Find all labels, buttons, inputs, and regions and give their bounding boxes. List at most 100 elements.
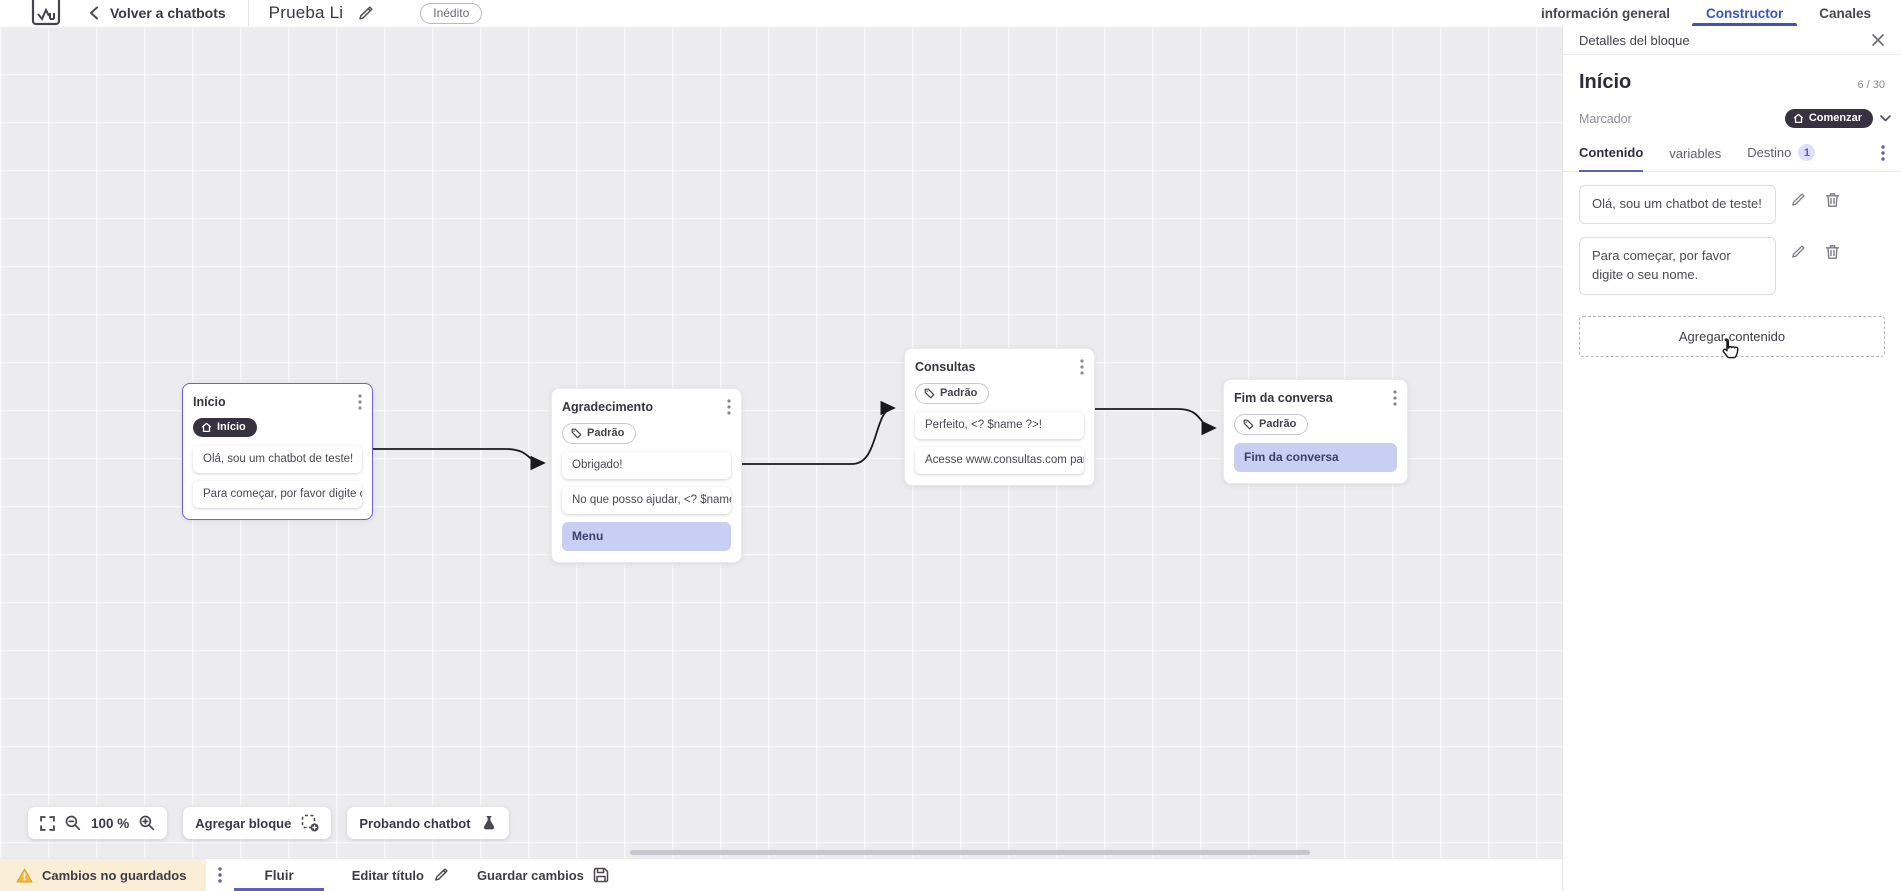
top-header: Volver a chatbots Prueba Li Inédito info…: [0, 0, 1901, 26]
delete-message-icon[interactable]: [1825, 244, 1840, 260]
node-message[interactable]: Para começar, por favor digite o ...: [193, 480, 362, 508]
horizontal-scrollbar[interactable]: [630, 850, 1310, 855]
marker-row: Marcador Comenzar: [1563, 94, 1901, 128]
zoom-in-icon[interactable]: [139, 815, 155, 831]
node-inicio[interactable]: Início Início Olá, sou um chatbot de tes…: [182, 383, 373, 520]
back-chevron-icon: [90, 6, 98, 20]
add-content-label: Agregar contenido: [1678, 328, 1786, 344]
pill-label: Início: [217, 421, 246, 433]
node-title: Consultas: [915, 360, 976, 374]
block-details-panel: Detalles del bloque Início 6 / 30 Marcad…: [1562, 26, 1901, 891]
message-text-field[interactable]: Olá, sou um chatbot de teste!: [1579, 185, 1776, 224]
node-menu-icon[interactable]: [1080, 359, 1084, 375]
node-type-pill: Início: [193, 418, 257, 437]
node-message[interactable]: Acesse www.consultas.com par...: [915, 447, 1084, 474]
edit-title-button[interactable]: Editar título: [352, 867, 449, 883]
tab-label: Constructor: [1705, 5, 1784, 21]
add-block-label: Agregar bloque: [195, 815, 292, 831]
close-icon[interactable]: [1871, 33, 1885, 47]
header-tabs: información general Constructor Canales: [1541, 0, 1901, 26]
pill-label: Padrão: [587, 427, 625, 439]
node-type-pill: Padrão: [1234, 414, 1309, 435]
flow-tab-fluir[interactable]: Fluir: [234, 859, 324, 891]
node-type-pill: Padrão: [915, 383, 990, 404]
tab-label: información general: [1540, 5, 1670, 21]
node-type-pill: Padrão: [562, 423, 637, 444]
flow-menu-icon[interactable]: [218, 867, 223, 883]
chatbot-title: Prueba Li: [268, 3, 344, 22]
node-message[interactable]: Perfeito, <? $name ?>!: [915, 412, 1084, 439]
node-action-menu[interactable]: Menu: [562, 522, 731, 551]
back-to-chatbots-button[interactable]: Volver a chatbots: [88, 5, 226, 21]
block-name[interactable]: Início: [1579, 71, 1632, 93]
back-label: Volver a chatbots: [110, 5, 226, 21]
test-chatbot-label: Probando chatbot: [359, 815, 471, 831]
panel-tab-variables[interactable]: variables: [1669, 146, 1721, 171]
fullscreen-icon[interactable]: [40, 815, 55, 831]
app-logo[interactable]: [26, 0, 72, 26]
zoom-out-icon[interactable]: [65, 815, 81, 831]
flow-tab-label: Fluir: [264, 867, 294, 883]
node-title: Início: [193, 395, 226, 409]
tab-canales[interactable]: Canales: [1819, 0, 1871, 26]
panel-tab-label: Contenido: [1579, 145, 1644, 160]
pencil-icon: [433, 867, 449, 883]
home-icon: [201, 422, 212, 432]
marker-select[interactable]: Comenzar: [1784, 109, 1891, 128]
marker-pill-label: Comenzar: [1808, 112, 1862, 124]
save-icon: [593, 867, 609, 883]
node-message[interactable]: Olá, sou um chatbot de teste!: [193, 445, 362, 473]
unsaved-changes-label: Cambios no guardados: [42, 867, 187, 883]
edit-title-icon[interactable]: [357, 5, 374, 22]
add-block-icon: [301, 814, 319, 832]
unsaved-changes-chip: Cambios no guardados: [0, 859, 207, 891]
connector-consultas-fim: [1095, 408, 1217, 436]
tab-informacion-general[interactable]: información general: [1541, 0, 1670, 26]
node-agradecimento[interactable]: Agradecimento Padrão Obrigado! No que po…: [551, 388, 742, 563]
node-title: Fim da conversa: [1234, 391, 1333, 405]
tab-constructor[interactable]: Constructor: [1691, 0, 1798, 26]
tag-icon: [924, 388, 935, 398]
message-text-field[interactable]: Para começar, por favor digite o seu nom…: [1579, 236, 1776, 295]
edit-message-icon[interactable]: [1790, 192, 1806, 208]
canvas-controls: 100 % Agregar bloque Probando chatbot: [28, 807, 509, 839]
node-action-end[interactable]: Fim da conversa: [1234, 443, 1397, 472]
node-menu-icon[interactable]: [1393, 390, 1397, 406]
pill-label: Padrão: [1259, 418, 1297, 430]
panel-tab-label: variables: [1669, 146, 1722, 161]
node-title: Agradecimento: [562, 400, 653, 414]
name-char-counter: 6 / 30: [1857, 79, 1885, 91]
panel-menu-icon[interactable]: [1881, 145, 1885, 171]
edit-message-icon[interactable]: [1790, 244, 1806, 260]
flow-tab-underline: [234, 888, 324, 891]
destino-count-badge: 1: [1798, 144, 1816, 161]
node-message[interactable]: Obrigado!: [562, 452, 731, 479]
save-changes-button[interactable]: Guardar cambios: [477, 867, 609, 883]
panel-tabs: Contenido variables Destino 1: [1563, 128, 1901, 172]
pill-label: Padrão: [940, 387, 978, 399]
panel-tab-contenido[interactable]: Contenido: [1579, 145, 1644, 172]
add-block-button[interactable]: Agregar bloque: [183, 807, 332, 839]
app-logo-icon: [31, 0, 61, 26]
panel-tab-destino[interactable]: Destino 1: [1747, 144, 1816, 171]
node-menu-icon[interactable]: [727, 399, 731, 415]
chevron-down-icon: [1880, 115, 1891, 122]
node-consultas[interactable]: Consultas Padrão Perfeito, <? $name ?>! …: [904, 348, 1095, 486]
node-message[interactable]: No que posso ajudar, <? $name ...: [562, 487, 731, 514]
flow-canvas[interactable]: Início Início Olá, sou um chatbot de tes…: [0, 26, 1562, 858]
active-tab-underline: [1691, 23, 1798, 26]
zoom-level: 100 %: [91, 815, 130, 831]
home-icon: [1793, 113, 1804, 123]
test-chatbot-button[interactable]: Probando chatbot: [347, 807, 509, 839]
message-row: Olá, sou um chatbot de teste!: [1563, 185, 1901, 224]
message-row: Para começar, por favor digite o seu nom…: [1563, 236, 1901, 295]
tag-icon: [1243, 419, 1254, 429]
delete-message-icon[interactable]: [1825, 192, 1840, 208]
bottom-bar: Cambios no guardados Fluir Editar título…: [0, 858, 1562, 891]
panel-header: Detalles del bloque: [1563, 26, 1901, 55]
add-content-button[interactable]: Agregar contenido: [1579, 315, 1885, 357]
node-fim-da-conversa[interactable]: Fim da conversa Padrão Fim da conversa: [1223, 379, 1408, 484]
node-menu-icon[interactable]: [358, 394, 362, 410]
zoom-control: 100 %: [28, 807, 168, 839]
connector-agradecimento-consultas: [742, 400, 896, 465]
